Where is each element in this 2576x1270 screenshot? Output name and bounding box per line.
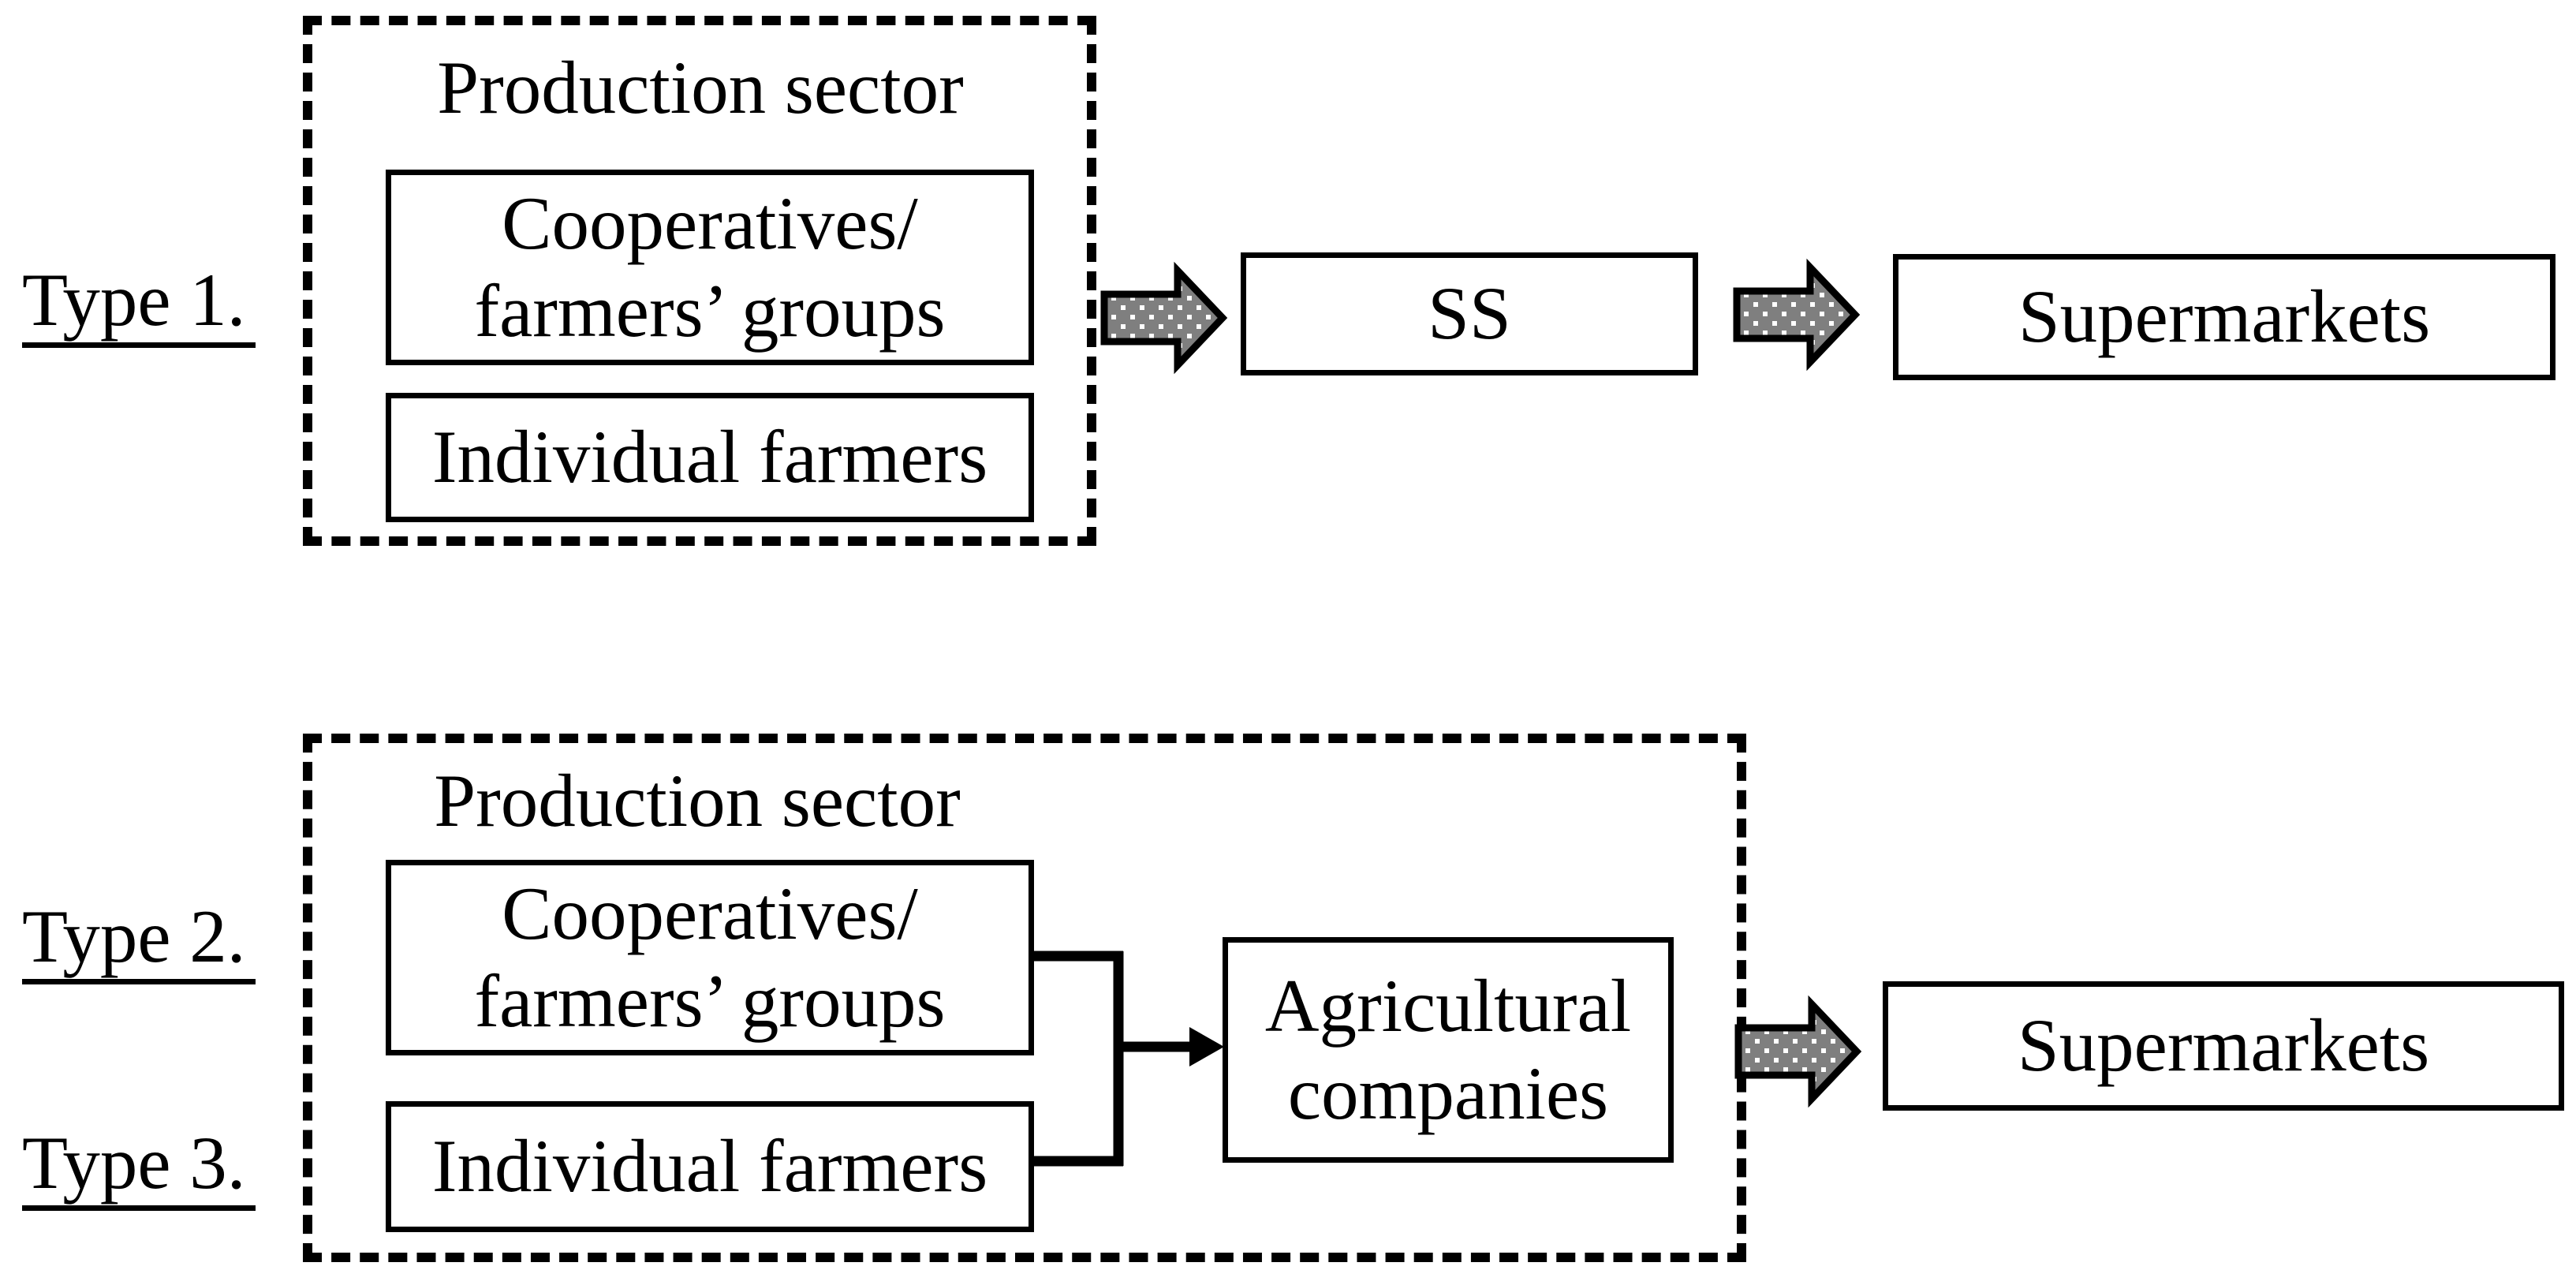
production-sector-group-type23	[303, 734, 1746, 1262]
ss-box: SS	[1241, 252, 1698, 375]
merge-connector-lines	[1030, 951, 1224, 1167]
block-arrow-shape	[1100, 261, 1228, 375]
production-sector-group-type1	[303, 16, 1096, 546]
production-sector-title-type1: Production sector	[437, 46, 964, 129]
type3-label: Type 3.	[22, 1126, 256, 1211]
individual-farmers-box-type1: Individual farmers	[386, 393, 1034, 522]
cooperatives-line1: Cooperatives/	[502, 181, 918, 265]
cooperatives-box-type23: Cooperatives/ farmers’ groups	[386, 860, 1034, 1055]
individual-farmers-label: Individual farmers	[431, 415, 988, 499]
agricultural-line2: companies	[1287, 1051, 1609, 1135]
dotted-block-arrow-icon	[1734, 995, 1862, 1108]
cooperatives-box-type1: Cooperatives/ farmers’ groups	[386, 170, 1034, 365]
cooperatives-line2: farmers’ groups	[474, 959, 946, 1043]
supermarkets-label: Supermarkets	[2017, 1003, 2430, 1088]
cooperatives-line1: Cooperatives/	[502, 871, 918, 955]
cooperatives-line2: farmers’ groups	[474, 269, 946, 353]
type3-label-text: Type 3.	[22, 1126, 256, 1211]
type1-label: Type 1.	[22, 263, 256, 348]
type2-label-text: Type 2.	[22, 899, 256, 984]
block-arrow-shape	[1733, 258, 1861, 372]
supermarkets-box-type23: Supermarkets	[1883, 981, 2564, 1111]
agricultural-line1: Agricultural	[1264, 963, 1632, 1048]
connector-arrowhead	[1189, 1027, 1224, 1066]
individual-farmers-label: Individual farmers	[431, 1124, 988, 1208]
agricultural-companies-box: Agricultural companies	[1223, 937, 1674, 1163]
type1-label-text: Type 1.	[22, 263, 256, 348]
individual-farmers-box-type23: Individual farmers	[386, 1101, 1034, 1232]
ss-label: SS	[1428, 271, 1511, 356]
production-sector-title-type23: Production sector	[434, 759, 961, 842]
dotted-block-arrow-icon	[1733, 258, 1861, 372]
supermarkets-label: Supermarkets	[2018, 275, 2431, 359]
supermarkets-box-type1: Supermarkets	[1893, 254, 2555, 380]
block-arrow-shape	[1734, 995, 1862, 1108]
dotted-block-arrow-icon	[1100, 261, 1228, 375]
type2-label: Type 2.	[22, 899, 256, 984]
